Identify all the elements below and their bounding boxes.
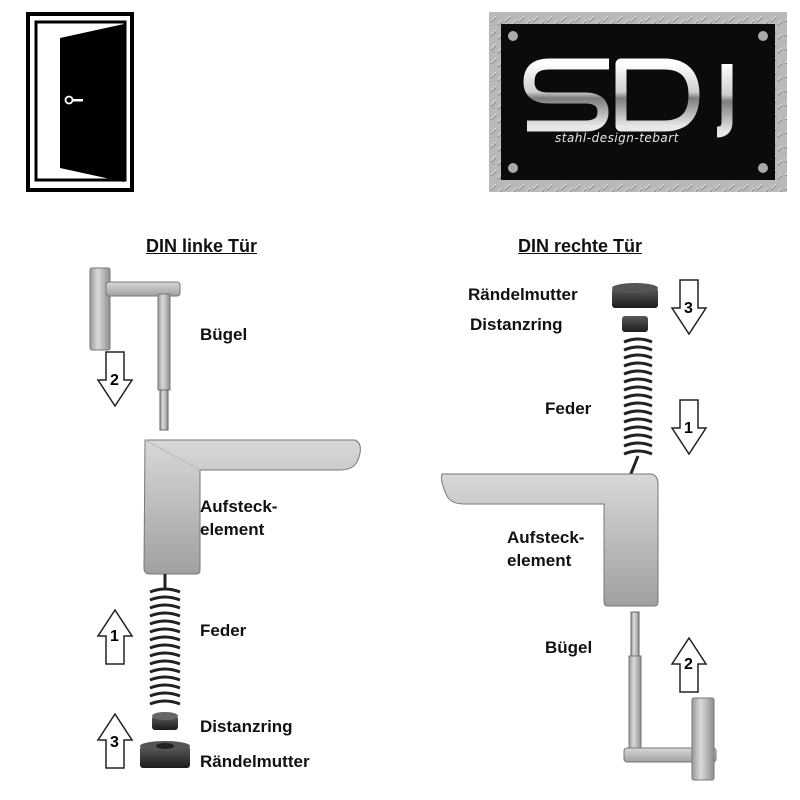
right-label-feder: Feder: [545, 399, 592, 418]
left-label-aufsteck-2: element: [200, 520, 265, 539]
left-aufsteck-part: [143, 439, 361, 575]
right-raendelmutter-part: [612, 283, 658, 308]
left-label-distanzring: Distanzring: [200, 717, 293, 736]
left-distanzring-part: [152, 712, 178, 730]
left-label-feder: Feder: [200, 621, 247, 640]
left-arrow-2: [96, 351, 134, 408]
right-distanzring-part: [622, 316, 648, 332]
left-label-raendelmutter: Rändelmutter: [200, 752, 310, 771]
left-assembly-drawing: [89, 267, 361, 769]
right-label-aufsteck-1: Aufsteck-: [507, 528, 585, 547]
right-label-raendelmutter: Rändelmutter: [468, 285, 578, 304]
left-feder-part: [149, 574, 181, 706]
left-label-aufsteck-1: Aufsteck-: [200, 497, 278, 516]
right-arrow-3-number: 3: [684, 300, 693, 317]
right-assembly-drawing: [441, 279, 717, 781]
right-label-distanzring: Distanzring: [470, 315, 563, 334]
right-arrow-2-number: 2: [684, 656, 693, 673]
brand-logo: stahl-design-tebart: [489, 12, 787, 192]
left-arrow-3-number: 3: [110, 734, 119, 751]
right-arrow-3: [670, 279, 708, 336]
right-aufsteck-part: [441, 473, 659, 607]
right-label-aufsteck-2: element: [507, 551, 572, 570]
right-title: DIN rechte Tür: [518, 236, 643, 256]
right-arrow-1: [670, 399, 708, 456]
left-arrow-1: [96, 608, 134, 665]
right-label-buegel: Bügel: [545, 638, 593, 657]
left-buegel-part: [89, 267, 181, 431]
left-arrow-2-number: 2: [110, 372, 119, 389]
left-raendelmutter-part: [140, 741, 190, 768]
logo-subtitle: stahl-design-tebart: [555, 131, 679, 145]
left-arrow-3: [96, 712, 134, 769]
right-feder-part: [623, 337, 653, 477]
right-buegel-part: [623, 611, 717, 781]
left-arrow-1-number: 1: [110, 628, 119, 645]
right-arrow-1-number: 1: [684, 420, 693, 437]
right-arrow-2: [670, 636, 708, 693]
left-title: DIN linke Tür: [146, 236, 258, 256]
left-label-buegel: Bügel: [200, 325, 248, 344]
door-icon: [26, 12, 134, 192]
